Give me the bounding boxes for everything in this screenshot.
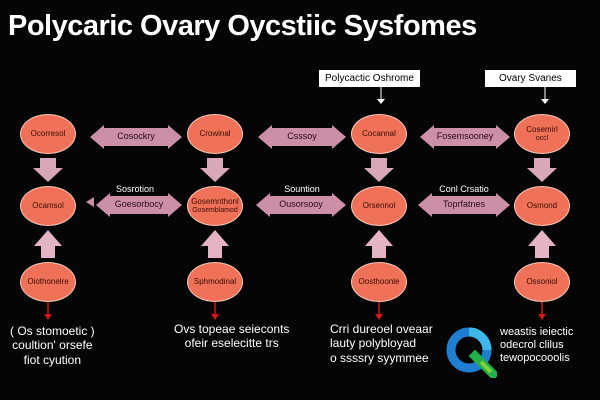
node-r1-1: Ocorresol [20, 114, 76, 154]
drop-lines [47, 302, 543, 316]
double-arrow-r1-2: Csssoy [258, 125, 346, 149]
caption-2-line-1: Ovs topeae seieconts [174, 322, 290, 336]
up-arrow-3 [365, 230, 393, 258]
drop-arrowhead-4 [538, 314, 546, 320]
caption-1-line-3: fiot cyution [23, 352, 82, 367]
double-arrow-r2-1-label: Goesorbocy [114, 199, 164, 209]
down-arrows [33, 158, 557, 182]
header-left-arrowhead [377, 99, 385, 104]
caption-4-line-1: weastis ieiectic [500, 326, 574, 338]
caption-1-line-1: ( Os stomoetic ) [10, 324, 95, 338]
caption-3: Crri dureoel oveaar lauty polybloyad o s… [330, 322, 433, 365]
caption-1: ( Os stomoetic ) coultion' orsefe fiot c… [10, 324, 95, 367]
double-arrow-r1-2-label: Csssoy [287, 131, 317, 141]
up-arrow-2 [201, 230, 229, 258]
double-arrow-r2-2: Ousorsooy [256, 193, 346, 217]
row2-toplabel-3: Conl Crsatio [439, 184, 489, 194]
caption-3-line-3: o ssssry syymmee [330, 350, 429, 365]
caption-4-line-3: tewopocooolis [500, 352, 570, 365]
down-arrow-4 [527, 158, 557, 182]
double-arrow-r1-3-label: Fosemsooney [436, 131, 494, 141]
node-r1-2: Crowinal [187, 114, 243, 154]
caption-3-line-1: Crri dureoel oveaar [330, 322, 433, 336]
header-right-arrowhead [541, 99, 549, 104]
caption-2-line-2: ofeir eselecitte trs [184, 336, 279, 351]
node-r2-1: Ocamsol [20, 186, 76, 226]
double-arrow-r1-3: Fosemsooney [420, 125, 510, 149]
drop-arrowheads [44, 314, 546, 320]
up-arrow-1 [34, 230, 62, 258]
q-logo-icon [446, 327, 497, 378]
diagram-title: Polycaric Ovary Oycstiic Sysfomes [8, 10, 477, 42]
node-r1-3: Cocannal [351, 114, 407, 154]
row2-toplabel-1: Sosrotion [115, 184, 155, 194]
node-r2-2-label: Gosemnthonl [191, 197, 239, 207]
node-r2-2: Gosemnthonl Gosemblamod [187, 186, 243, 226]
node-r2-2-sublabel: Gosemblamod [192, 206, 238, 214]
node-r3-3: Oosthoonle [351, 262, 407, 302]
drop-arrowhead-1 [44, 314, 52, 320]
double-arrow-r2-1: Goesorbocy [96, 193, 182, 217]
small-left-arrow [86, 197, 94, 207]
double-arrow-r2-3-label: Toprfatnes [442, 199, 486, 209]
caption-2: Ovs topeae seieconts ofeir eselecitte tr… [174, 322, 289, 351]
up-arrow-4 [528, 230, 556, 258]
node-r3-2: Sphmodinal [187, 262, 243, 302]
node-r3-4: Ossoniol [514, 262, 570, 302]
caption-3-line-2: lauty polybloyad [330, 336, 417, 351]
header-box-left: Polycactic Oshrome [319, 70, 420, 87]
down-arrow-2 [200, 158, 230, 182]
caption-1-line-2: coultion' orsefe [12, 338, 93, 353]
double-arrow-r2-3: Toprfatnes [418, 193, 510, 217]
drop-arrowhead-2 [211, 314, 219, 320]
node-r1-4-sublabel: occl [535, 134, 549, 142]
down-arrow-1 [33, 158, 63, 182]
header-box-right: Ovary Svanes [485, 70, 576, 87]
down-arrow-3 [364, 158, 394, 182]
double-arrow-r1-1-label: Cosockry [117, 131, 155, 141]
caption-4: weastis ieiectic odecrol clilus tewopoco… [500, 326, 573, 366]
node-r1-4: Cosemirl occl [514, 114, 570, 154]
node-r2-4: Osmond [514, 186, 570, 226]
node-r1-4-label: Cosemirl [526, 125, 558, 135]
caption-4-line-2: odecrol clilus [500, 339, 564, 352]
drop-arrowhead-3 [375, 314, 383, 320]
double-arrow-r1-1: Cosockry [90, 125, 182, 149]
double-arrow-r2-2-label: Ousorsooy [279, 199, 323, 209]
node-r3-1: Oiothonelre [20, 262, 76, 302]
row2-toplabel-2: Sountion [284, 184, 320, 194]
up-arrows [34, 230, 556, 258]
node-r2-3: Orsennol [351, 186, 407, 226]
